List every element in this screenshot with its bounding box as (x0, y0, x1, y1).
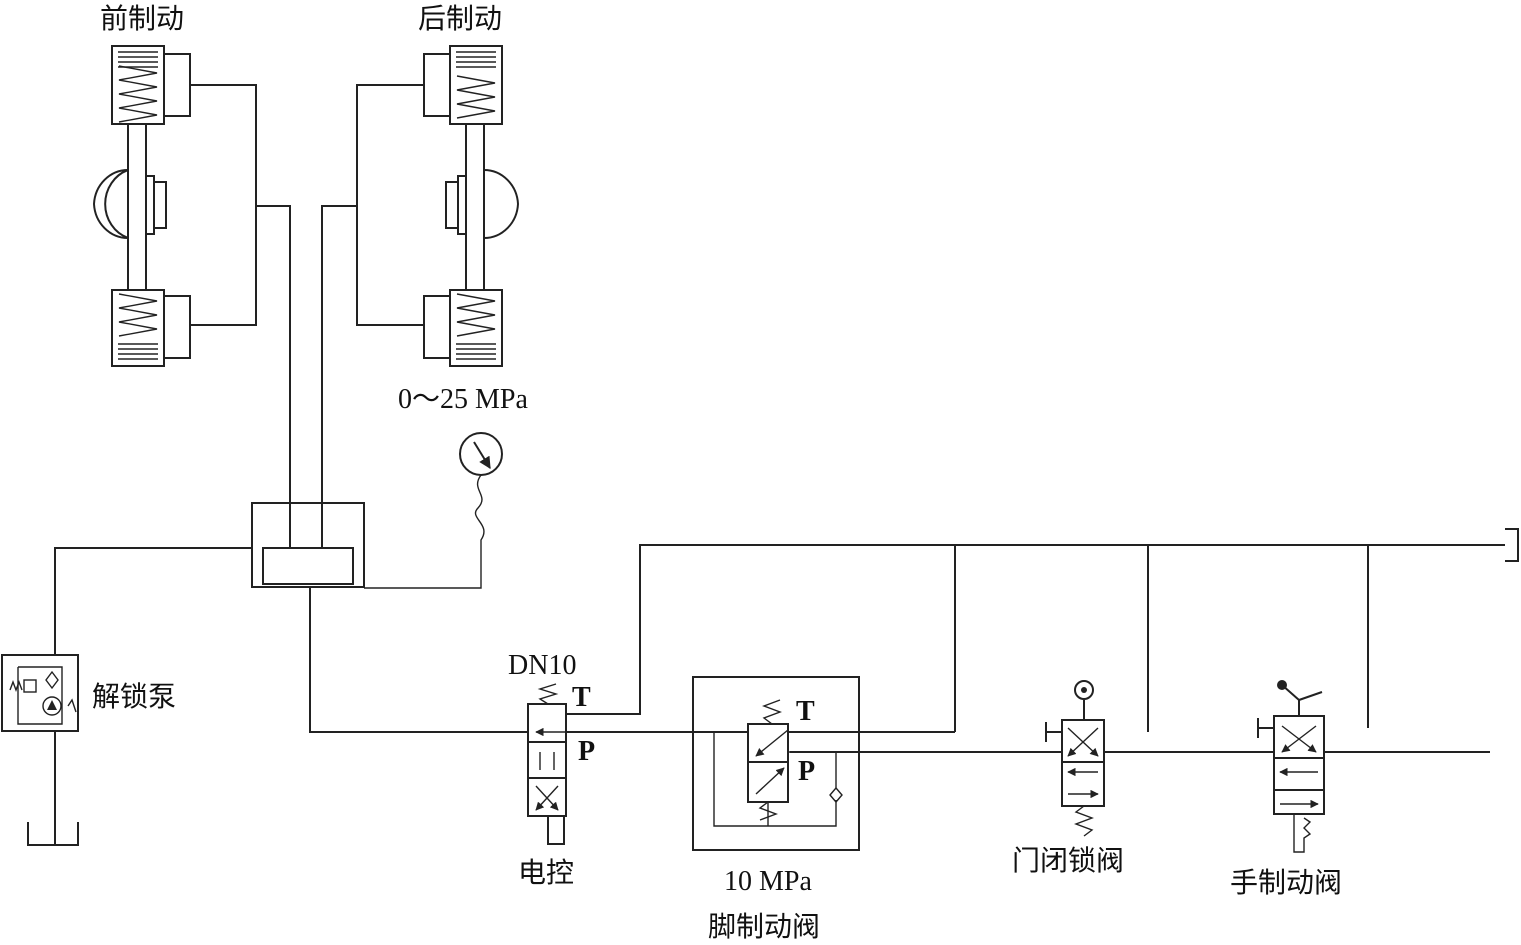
dn10-label: DN10 (508, 650, 576, 681)
ecv-port-t: T (572, 682, 591, 713)
pressure-gauge (364, 432, 503, 589)
door-lock-valve (1045, 680, 1105, 837)
front-brake-label: 前制动 (100, 2, 184, 35)
hand-brake-valve (1257, 680, 1325, 853)
main-lines (309, 528, 1519, 753)
fbv-port-t: T (796, 696, 815, 727)
hand-brake-valve-label: 手制动阀 (1230, 866, 1342, 899)
rear-brake-label: 后制动 (418, 2, 502, 35)
foot-brake-valve (692, 676, 860, 851)
unlock-pump-label: 解锁泵 (92, 680, 176, 713)
front-top-spring (118, 65, 158, 123)
electric-control-label: 电控 (518, 856, 574, 889)
gauge-range-label: 0～25 MPa (398, 384, 528, 415)
electric-control-valve (527, 683, 567, 845)
foot-valve-pressure-label: 10 MPa (724, 866, 812, 897)
door-lock-valve-label: 门闭锁阀 (1012, 844, 1124, 877)
foot-brake-valve-label: 脚制动阀 (708, 910, 820, 943)
ecv-port-p: P (578, 736, 595, 767)
rear-brake-assembly (423, 45, 520, 367)
unlock-pump (1, 547, 252, 846)
fbv-port-p: P (798, 756, 815, 787)
brake-lines (190, 84, 424, 548)
distribution-block (251, 502, 365, 588)
front-brake-assembly (92, 45, 191, 367)
